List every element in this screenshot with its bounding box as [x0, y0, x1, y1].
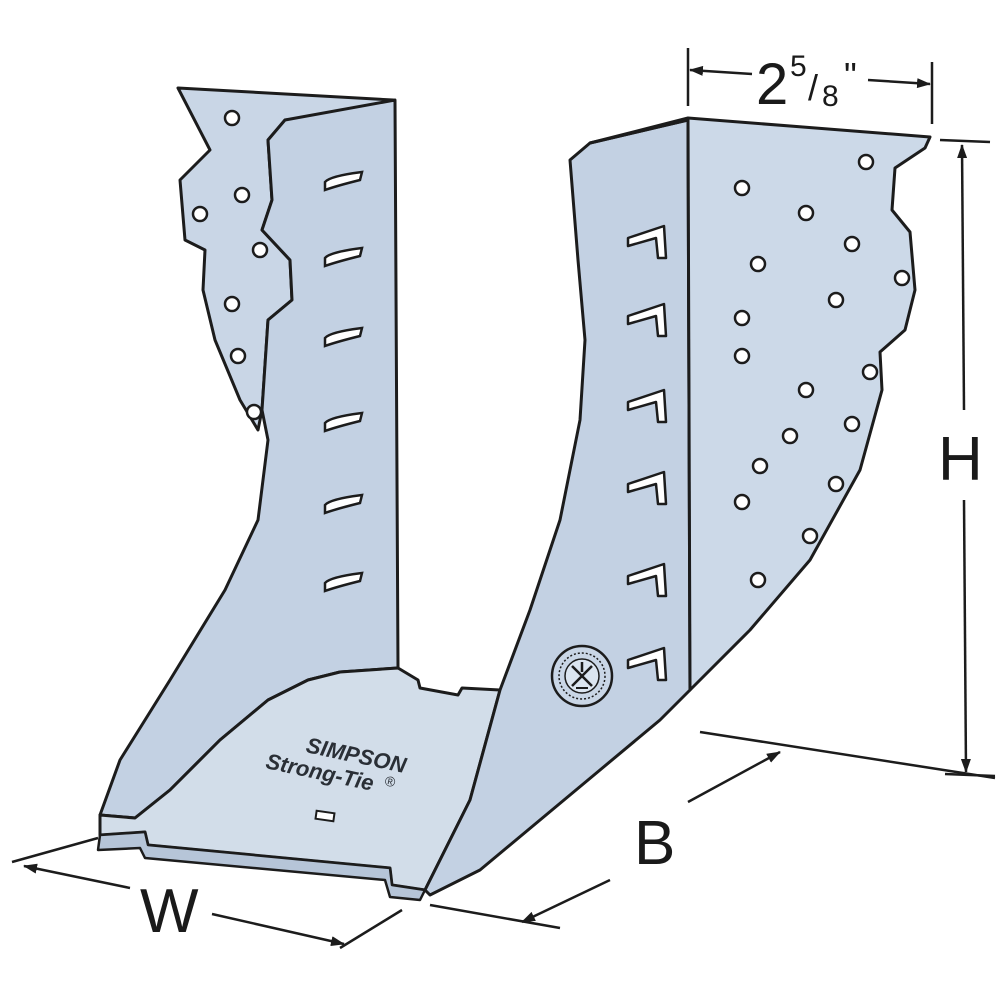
dimension-depth [429, 730, 996, 930]
depth-label: B [634, 809, 675, 878]
left-panel-nail-slots [323, 170, 364, 593]
height-label: H [938, 425, 983, 494]
right-panel-nail-tabs [626, 224, 668, 682]
right-flange-nail-holes [733, 153, 911, 589]
top-flange-slash: / [808, 67, 818, 108]
seat-front-lip [96, 830, 427, 902]
seal-icon [550, 644, 614, 708]
top-flange-unit: " [844, 55, 857, 96]
right-side-panel [423, 118, 692, 897]
dimension-top-flange [686, 48, 934, 124]
left-flange-nail-holes [191, 109, 269, 421]
flange-bend-line [686, 119, 692, 691]
seat-slot [314, 809, 336, 823]
top-flange-numerator: 5 [790, 50, 807, 83]
registered-mark: ® [383, 772, 397, 790]
dimension-width [11, 836, 403, 950]
right-flange [588, 116, 932, 692]
top-flange-denominator: 8 [822, 80, 839, 113]
top-flange-whole: 2 [756, 52, 788, 117]
width-label: W [140, 877, 199, 946]
